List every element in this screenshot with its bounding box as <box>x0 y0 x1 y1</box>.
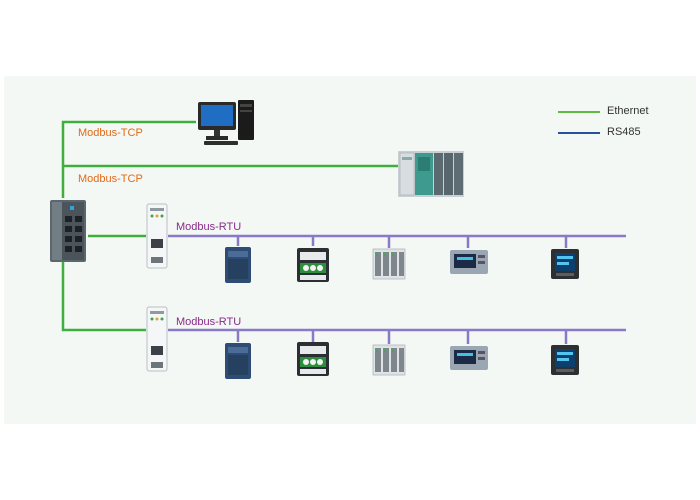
contactor-icon <box>297 248 329 282</box>
meter-display-icon <box>450 346 488 370</box>
power-meter-icon <box>551 345 579 375</box>
ethernet-line-gateway-2 <box>61 262 146 332</box>
legend-rs485-label: RS485 <box>607 126 641 138</box>
contactor-icon <box>297 342 329 376</box>
inverter-icon <box>225 247 251 283</box>
ethernet-switch-icon <box>50 200 86 262</box>
gateway-module-icon <box>146 306 168 372</box>
link-label-tcp-1: Modbus-TCP <box>78 127 143 139</box>
legend-ethernet-label: Ethernet <box>607 105 649 117</box>
plc-rack-icon <box>398 151 464 197</box>
link-label-rtu-2: Modbus-RTU <box>176 316 242 328</box>
gateway-module-icon <box>146 203 168 269</box>
inverter-icon <box>225 343 251 379</box>
pc-workstation-icon <box>198 100 254 145</box>
io-module-icon <box>372 344 406 376</box>
io-module-icon <box>372 248 406 280</box>
power-meter-icon <box>551 249 579 279</box>
link-label-tcp-2: Modbus-TCP <box>78 173 143 185</box>
link-label-rtu-1: Modbus-RTU <box>176 221 242 233</box>
meter-display-icon <box>450 250 488 274</box>
ethernet-line-pc <box>61 120 196 198</box>
